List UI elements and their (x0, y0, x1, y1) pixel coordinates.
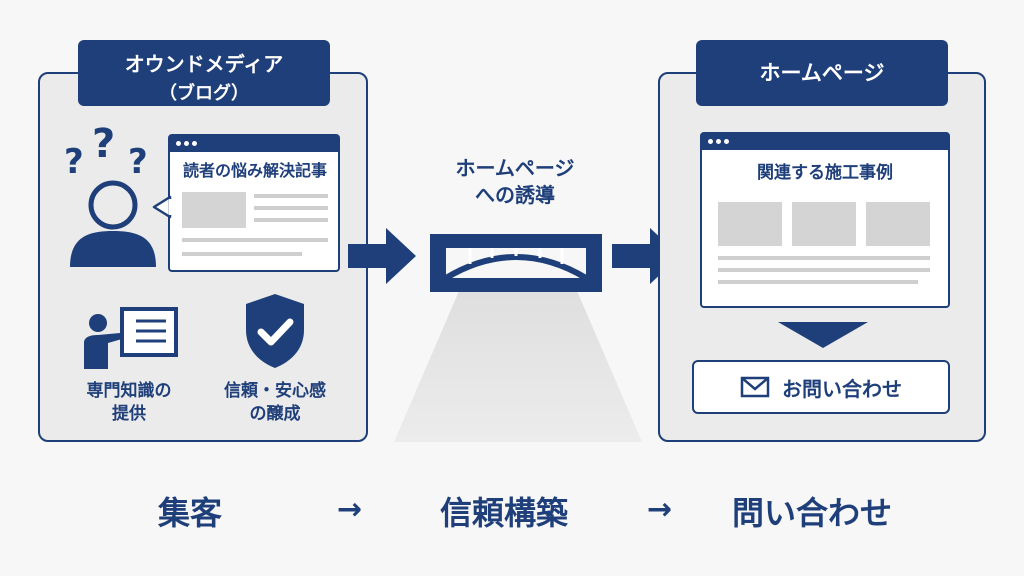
case-line (718, 256, 930, 260)
redirect-line2: への誘導 (475, 183, 555, 207)
stage-arrow: → (647, 492, 673, 527)
item-trust-line1: 信頼・安心感 (224, 381, 326, 401)
item-expertise-line1: 専門知識の (86, 381, 172, 401)
owned-media-title: オウンドメディア （ブログ） (78, 40, 330, 106)
item-trust-label: 信頼・安心感 の醸成 (204, 380, 346, 426)
svg-text:?: ? (128, 142, 148, 182)
article-title: 読者の悩み解決記事 (182, 161, 327, 180)
svg-text:?: ? (92, 125, 115, 167)
redirect-line1: ホームページ (455, 156, 575, 180)
case-image-placeholder (718, 202, 782, 246)
article-line (182, 238, 328, 242)
item-expertise-line2: 提供 (112, 403, 146, 424)
arrow-down-icon (778, 322, 868, 348)
article-line (254, 206, 328, 210)
owned-media-title-line2: （ブログ） (159, 83, 249, 104)
article-line (254, 194, 328, 198)
article-window-titlebar (170, 136, 338, 152)
contact-button-label: お問い合わせ (782, 376, 902, 401)
case-line (718, 268, 930, 272)
shield-check-icon (246, 294, 304, 368)
case-study-title: 関連する施工事例 (757, 163, 893, 183)
case-image-placeholder (866, 202, 930, 246)
article-line (254, 218, 328, 222)
mail-icon (740, 376, 770, 398)
item-expertise-label: 専門知識の 提供 (64, 380, 194, 426)
stage-trust: 信頼構築 (440, 494, 569, 532)
question-marks-icon: ? ? ? (64, 125, 148, 182)
case-study-window: 関連する施工事例 (700, 132, 950, 308)
article-window: 読者の悩み解決記事 (168, 134, 340, 272)
owned-media-title-line1: オウンドメディア (124, 52, 284, 76)
speech-pointer (152, 195, 172, 219)
case-window-titlebar (702, 134, 948, 150)
article-line (182, 252, 302, 256)
case-image-placeholder (792, 202, 856, 246)
person-icon (70, 180, 156, 267)
article-image-placeholder (182, 192, 246, 228)
case-line (718, 280, 918, 284)
redirect-label: ホームページ への誘導 (420, 155, 610, 209)
bridge-icon (430, 234, 602, 292)
light-beam (394, 284, 642, 442)
contact-button[interactable]: お問い合わせ (692, 360, 950, 414)
item-trust-line2: の醸成 (249, 403, 301, 424)
teacher-board-icon (84, 307, 178, 369)
stage-attract: 集客 (158, 494, 223, 532)
svg-text:?: ? (64, 142, 84, 182)
stage-inquiry: 問い合わせ (732, 494, 893, 532)
arrow-right-icon (348, 228, 416, 284)
homepage-title: ホームページ (696, 40, 948, 106)
stage-arrow: → (337, 492, 363, 527)
